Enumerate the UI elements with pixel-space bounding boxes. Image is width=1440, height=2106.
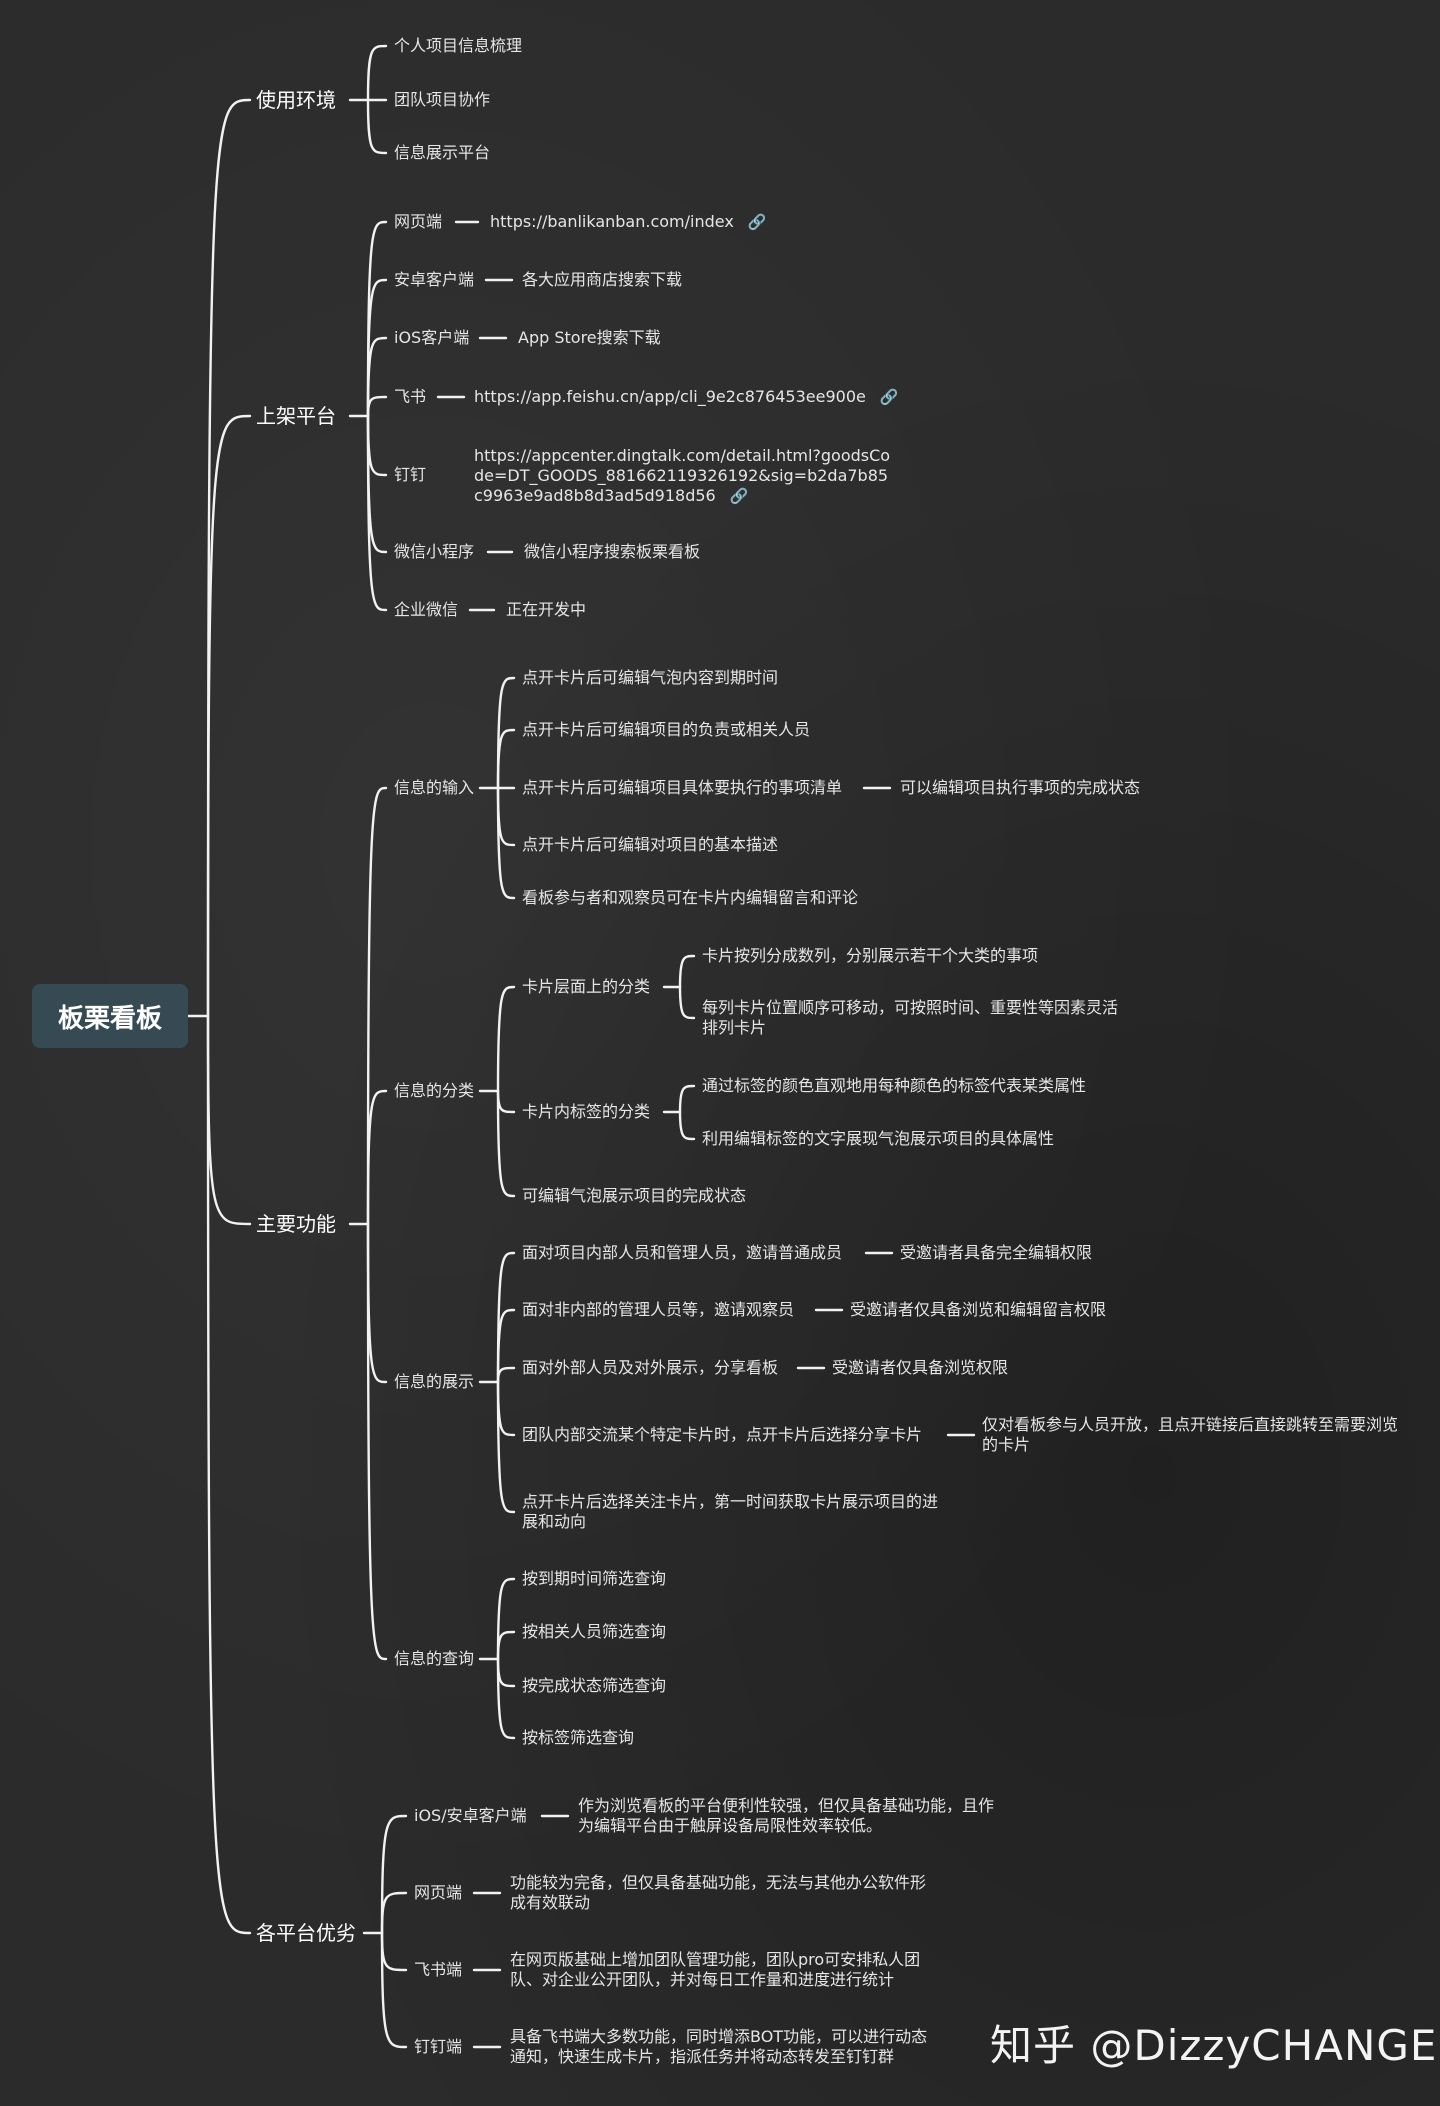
tag-level-item[interactable]: 利用编辑标签的文字展现气泡展示项目的具体属性 [702,1129,1055,1148]
link-icon[interactable]: 🔗 [747,213,767,231]
platform-value[interactable]: https://appcenter.dingtalk.com/detail.ht… [474,446,894,506]
platform-value[interactable]: 微信小程序搜索板栗看板 [524,542,701,561]
display-item[interactable]: 面对项目内部人员和管理人员，邀请普通成员 [522,1243,843,1262]
input-item[interactable]: 点开卡片后可编辑项目具体要执行的事项清单 [522,778,843,797]
display-item[interactable]: 面对非内部的管理人员等，邀请观察员 [522,1300,795,1319]
compare-platform-value[interactable]: 功能较为完备，但仅具备基础功能，无法与其他办公软件形成有效联动 [510,1873,927,1912]
display-item-detail[interactable]: 受邀请者仅具备浏览权限 [832,1358,1009,1377]
node-platforms[interactable]: 上架平台 [256,404,336,428]
node-card-level-classify[interactable]: 卡片层面上的分类 [522,977,651,996]
card-level-item[interactable]: 卡片按列分成数列，分别展示若干个大类的事项 [702,946,1039,965]
display-item[interactable]: 团队内部交流某个特定卡片时，点开卡片后选择分享卡片 [522,1425,923,1444]
platform-name[interactable]: 安卓客户端 [394,270,475,289]
node-tag-classify[interactable]: 卡片内标签的分类 [522,1102,651,1121]
platform-name[interactable]: 微信小程序 [394,542,475,561]
compare-platform-name[interactable]: 网页端 [414,1883,463,1902]
platform-value[interactable]: App Store搜索下载 [518,328,661,347]
platform-value[interactable]: https://banlikanban.com/index 🔗 [490,212,766,232]
env-item[interactable]: 团队项目协作 [394,90,491,109]
query-item[interactable]: 按到期时间筛选查询 [522,1569,667,1588]
query-item[interactable]: 按相关人员筛选查询 [522,1622,667,1641]
display-item-detail[interactable]: 受邀请者仅具备浏览和编辑留言权限 [850,1300,1107,1319]
compare-platform-value[interactable]: 作为浏览看板的平台便利性较强，但仅具备基础功能，且作为编辑平台由于触屏设备局限性… [578,1796,995,1835]
platform-url[interactable]: https://appcenter.dingtalk.com/detail.ht… [474,446,891,505]
link-icon[interactable]: 🔗 [729,487,749,505]
compare-platform-name[interactable]: 飞书端 [414,1960,463,1979]
platform-name[interactable]: 企业微信 [394,600,459,619]
compare-platform-value[interactable]: 在网页版基础上增加团队管理功能，团队pro可安排私人团队、对企业公开团队，并对每… [510,1950,921,1989]
platform-name[interactable]: 钉钉 [394,465,427,484]
display-item[interactable]: 点开卡片后选择关注卡片，第一时间获取卡片展示项目的进展和动向 [522,1492,939,1531]
platform-name[interactable]: 网页端 [394,212,443,231]
display-item[interactable]: 面对外部人员及对外展示，分享看板 [522,1358,779,1377]
input-item-detail[interactable]: 可以编辑项目执行事项的完成状态 [900,778,1141,797]
node-info-display[interactable]: 信息的展示 [394,1372,475,1391]
query-item[interactable]: 按完成状态筛选查询 [522,1676,667,1695]
display-item-detail[interactable]: 受邀请者具备完全编辑权限 [900,1243,1093,1262]
compare-platform-name[interactable]: iOS/安卓客户端 [414,1806,527,1825]
input-item[interactable]: 看板参与者和观察员可在卡片内编辑留言和评论 [522,888,859,907]
node-info-classify[interactable]: 信息的分类 [394,1081,475,1100]
node-main-features[interactable]: 主要功能 [256,1212,336,1236]
input-item[interactable]: 点开卡片后可编辑气泡内容到期时间 [522,668,779,687]
node-platform-compare[interactable]: 各平台优劣 [256,1921,356,1945]
compare-platform-name[interactable]: 钉钉端 [414,2037,463,2056]
link-icon[interactable]: 🔗 [879,388,899,406]
env-item[interactable]: 信息展示平台 [394,143,491,162]
platform-name[interactable]: iOS客户端 [394,328,470,347]
platform-value[interactable]: 各大应用商店搜索下载 [522,270,683,289]
env-item[interactable]: 个人项目信息梳理 [394,36,523,55]
input-item[interactable]: 点开卡片后可编辑项目的负责或相关人员 [522,720,811,739]
platform-url[interactable]: https://app.feishu.cn/app/cli_9e2c876453… [474,387,866,406]
node-usage-env[interactable]: 使用环境 [256,88,336,112]
node-info-input[interactable]: 信息的输入 [394,778,475,797]
platform-url[interactable]: https://banlikanban.com/index [490,212,734,231]
card-level-item[interactable]: 每列卡片位置顺序可移动，可按照时间、重要性等因素灵活排列卡片 [702,998,1119,1037]
platform-value[interactable]: 正在开发中 [506,600,587,619]
query-item[interactable]: 按标签筛选查询 [522,1728,635,1747]
compare-platform-value[interactable]: 具备飞书端大多数功能，同时增添BOT功能，可以进行动态通知，快速生成卡片，指派任… [510,2027,928,2066]
watermark: 知乎 @DizzyCHANGE [990,2021,1438,2070]
platform-name[interactable]: 飞书 [394,387,427,406]
tag-level-item[interactable]: 通过标签的颜色直观地用每种颜色的标签代表某类属性 [702,1076,1087,1095]
input-item[interactable]: 点开卡片后可编辑对项目的基本描述 [522,835,779,854]
root-node[interactable]: 板栗看板 [32,984,188,1048]
classify-status-item[interactable]: 可编辑气泡展示项目的完成状态 [522,1186,747,1205]
platform-value[interactable]: https://app.feishu.cn/app/cli_9e2c876453… [474,387,899,407]
display-item-detail[interactable]: 仅对看板参与人员开放，且点开链接后直接跳转至需要浏览的卡片 [982,1415,1399,1454]
node-info-query[interactable]: 信息的查询 [394,1649,475,1668]
